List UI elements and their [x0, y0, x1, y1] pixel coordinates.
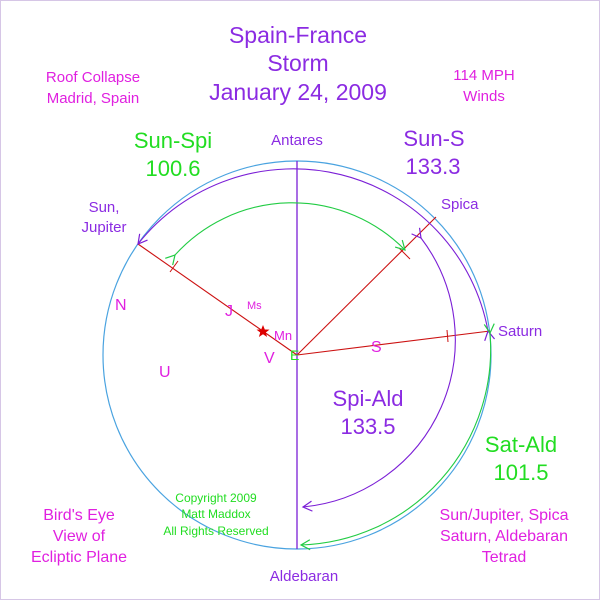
- spica-aldebaran-arc: [301, 227, 456, 512]
- sun-line-tick: [169, 260, 179, 273]
- uranus-label: U: [159, 364, 171, 381]
- saturn-line: [296, 330, 491, 356]
- sun-spica-arc: [165, 202, 406, 266]
- neptune-label: N: [115, 297, 127, 314]
- caption-left-line-1: Bird's Eye: [43, 507, 115, 524]
- sun-jupiter-label-2: Jupiter: [81, 219, 126, 236]
- spica-label: Spica: [441, 196, 479, 213]
- sun-s-label: Sun-S: [403, 126, 464, 151]
- caption-right-line-1: Sun/Jupiter, Spica: [440, 507, 569, 524]
- copyright-line-1: Copyright 2009: [175, 491, 257, 505]
- caption-left-line-3: Ecliptic Plane: [31, 549, 127, 566]
- event-right-line-1: 114 MPH: [453, 67, 514, 84]
- aldebaran-label: Aldebaran: [270, 568, 338, 585]
- saturn-label: Saturn: [498, 323, 542, 340]
- spica-line: [296, 216, 437, 356]
- venus-label: V: [264, 350, 275, 367]
- event-right-line-2: Winds: [463, 88, 505, 105]
- mars-star-icon: [256, 325, 270, 337]
- sun-jupiter-label-1: Sun,: [89, 199, 120, 216]
- saturn-line-tick: [446, 329, 449, 343]
- caption-right-line-2: Saturn, Aldebaran: [440, 528, 568, 545]
- saturn-inner-label: S: [371, 339, 382, 356]
- sun-s-value: 133.3: [405, 154, 460, 179]
- caption-right-line-3: Tetrad: [482, 549, 526, 566]
- jupiter-label: J: [225, 303, 233, 320]
- moon-label: Mn: [274, 328, 292, 343]
- title-line-2: Storm: [267, 50, 328, 76]
- saturn-aldebaran-arc: [299, 323, 495, 551]
- event-left-line-2: Madrid, Spain: [47, 90, 140, 107]
- copyright-line-2: Matt Maddox: [181, 507, 250, 521]
- sat-ald-label: Sat-Ald: [485, 432, 557, 457]
- title-line-3: January 24, 2009: [209, 79, 387, 105]
- copyright-line-3: All Rights Reserved: [163, 524, 268, 538]
- spi-ald-value: 133.5: [340, 414, 395, 439]
- earth-label: E: [290, 347, 299, 363]
- caption-left-line-2: View of: [53, 528, 106, 545]
- mars-label: Ms: [247, 300, 262, 312]
- sun-saturn-arc: [137, 168, 496, 341]
- antares-label: Antares: [271, 132, 323, 149]
- title-line-1: Spain-France: [229, 22, 367, 48]
- spi-ald-label: Spi-Ald: [333, 386, 404, 411]
- event-left-line-1: Roof Collapse: [46, 69, 140, 86]
- sat-ald-value: 101.5: [493, 460, 548, 485]
- sun-spi-value: 100.6: [145, 156, 200, 181]
- sun-spi-label: Sun-Spi: [134, 128, 212, 153]
